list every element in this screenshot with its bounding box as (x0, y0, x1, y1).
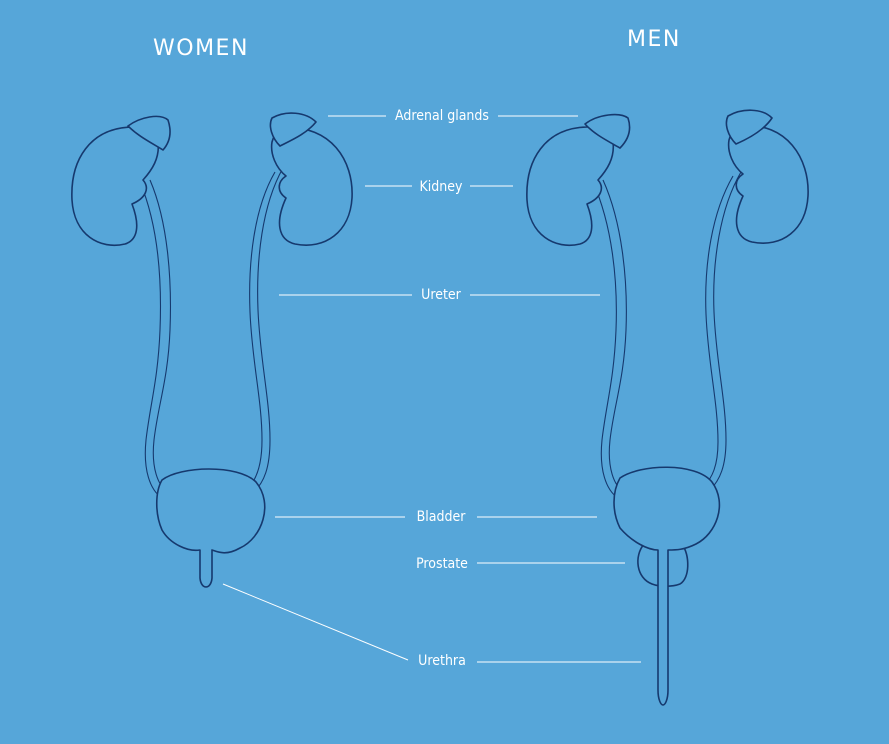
urethra-leader-left (222, 583, 409, 661)
men-right-adrenal-gland (725, 109, 773, 145)
men-left-ureter (592, 181, 619, 499)
men-bladder (613, 466, 721, 706)
urethra-label: Urethra (418, 653, 466, 669)
ureter-label: Ureter (421, 287, 461, 303)
men-left-ureter-inner (602, 179, 627, 493)
men-heading: MEN (627, 27, 681, 52)
men-left-kidney (526, 126, 615, 246)
men-right-kidney (727, 125, 809, 244)
women-heading: WOMEN (153, 36, 249, 61)
kidney-label: Kidney (419, 179, 463, 195)
adrenal-glands-label: Adrenal glands (395, 108, 489, 124)
women-anatomy (71, 112, 353, 588)
women-right-kidney (270, 127, 353, 246)
prostate-label: Prostate (416, 556, 468, 572)
women-right-ureter-inner (247, 171, 276, 489)
women-left-ureter-inner (149, 179, 172, 493)
women-right-ureter (253, 167, 284, 493)
men-left-adrenal-gland (584, 113, 631, 149)
women-bladder (155, 468, 266, 588)
women-left-kidney (71, 126, 160, 246)
bladder-label: Bladder (416, 509, 466, 525)
men-right-ureter (709, 171, 742, 491)
leader-lines (222, 115, 641, 663)
women-right-adrenal-gland (269, 112, 317, 147)
women-left-adrenal-gland (127, 115, 171, 151)
women-left-ureter (139, 181, 163, 499)
men-right-ureter-inner (703, 175, 734, 487)
men-anatomy (526, 109, 809, 706)
